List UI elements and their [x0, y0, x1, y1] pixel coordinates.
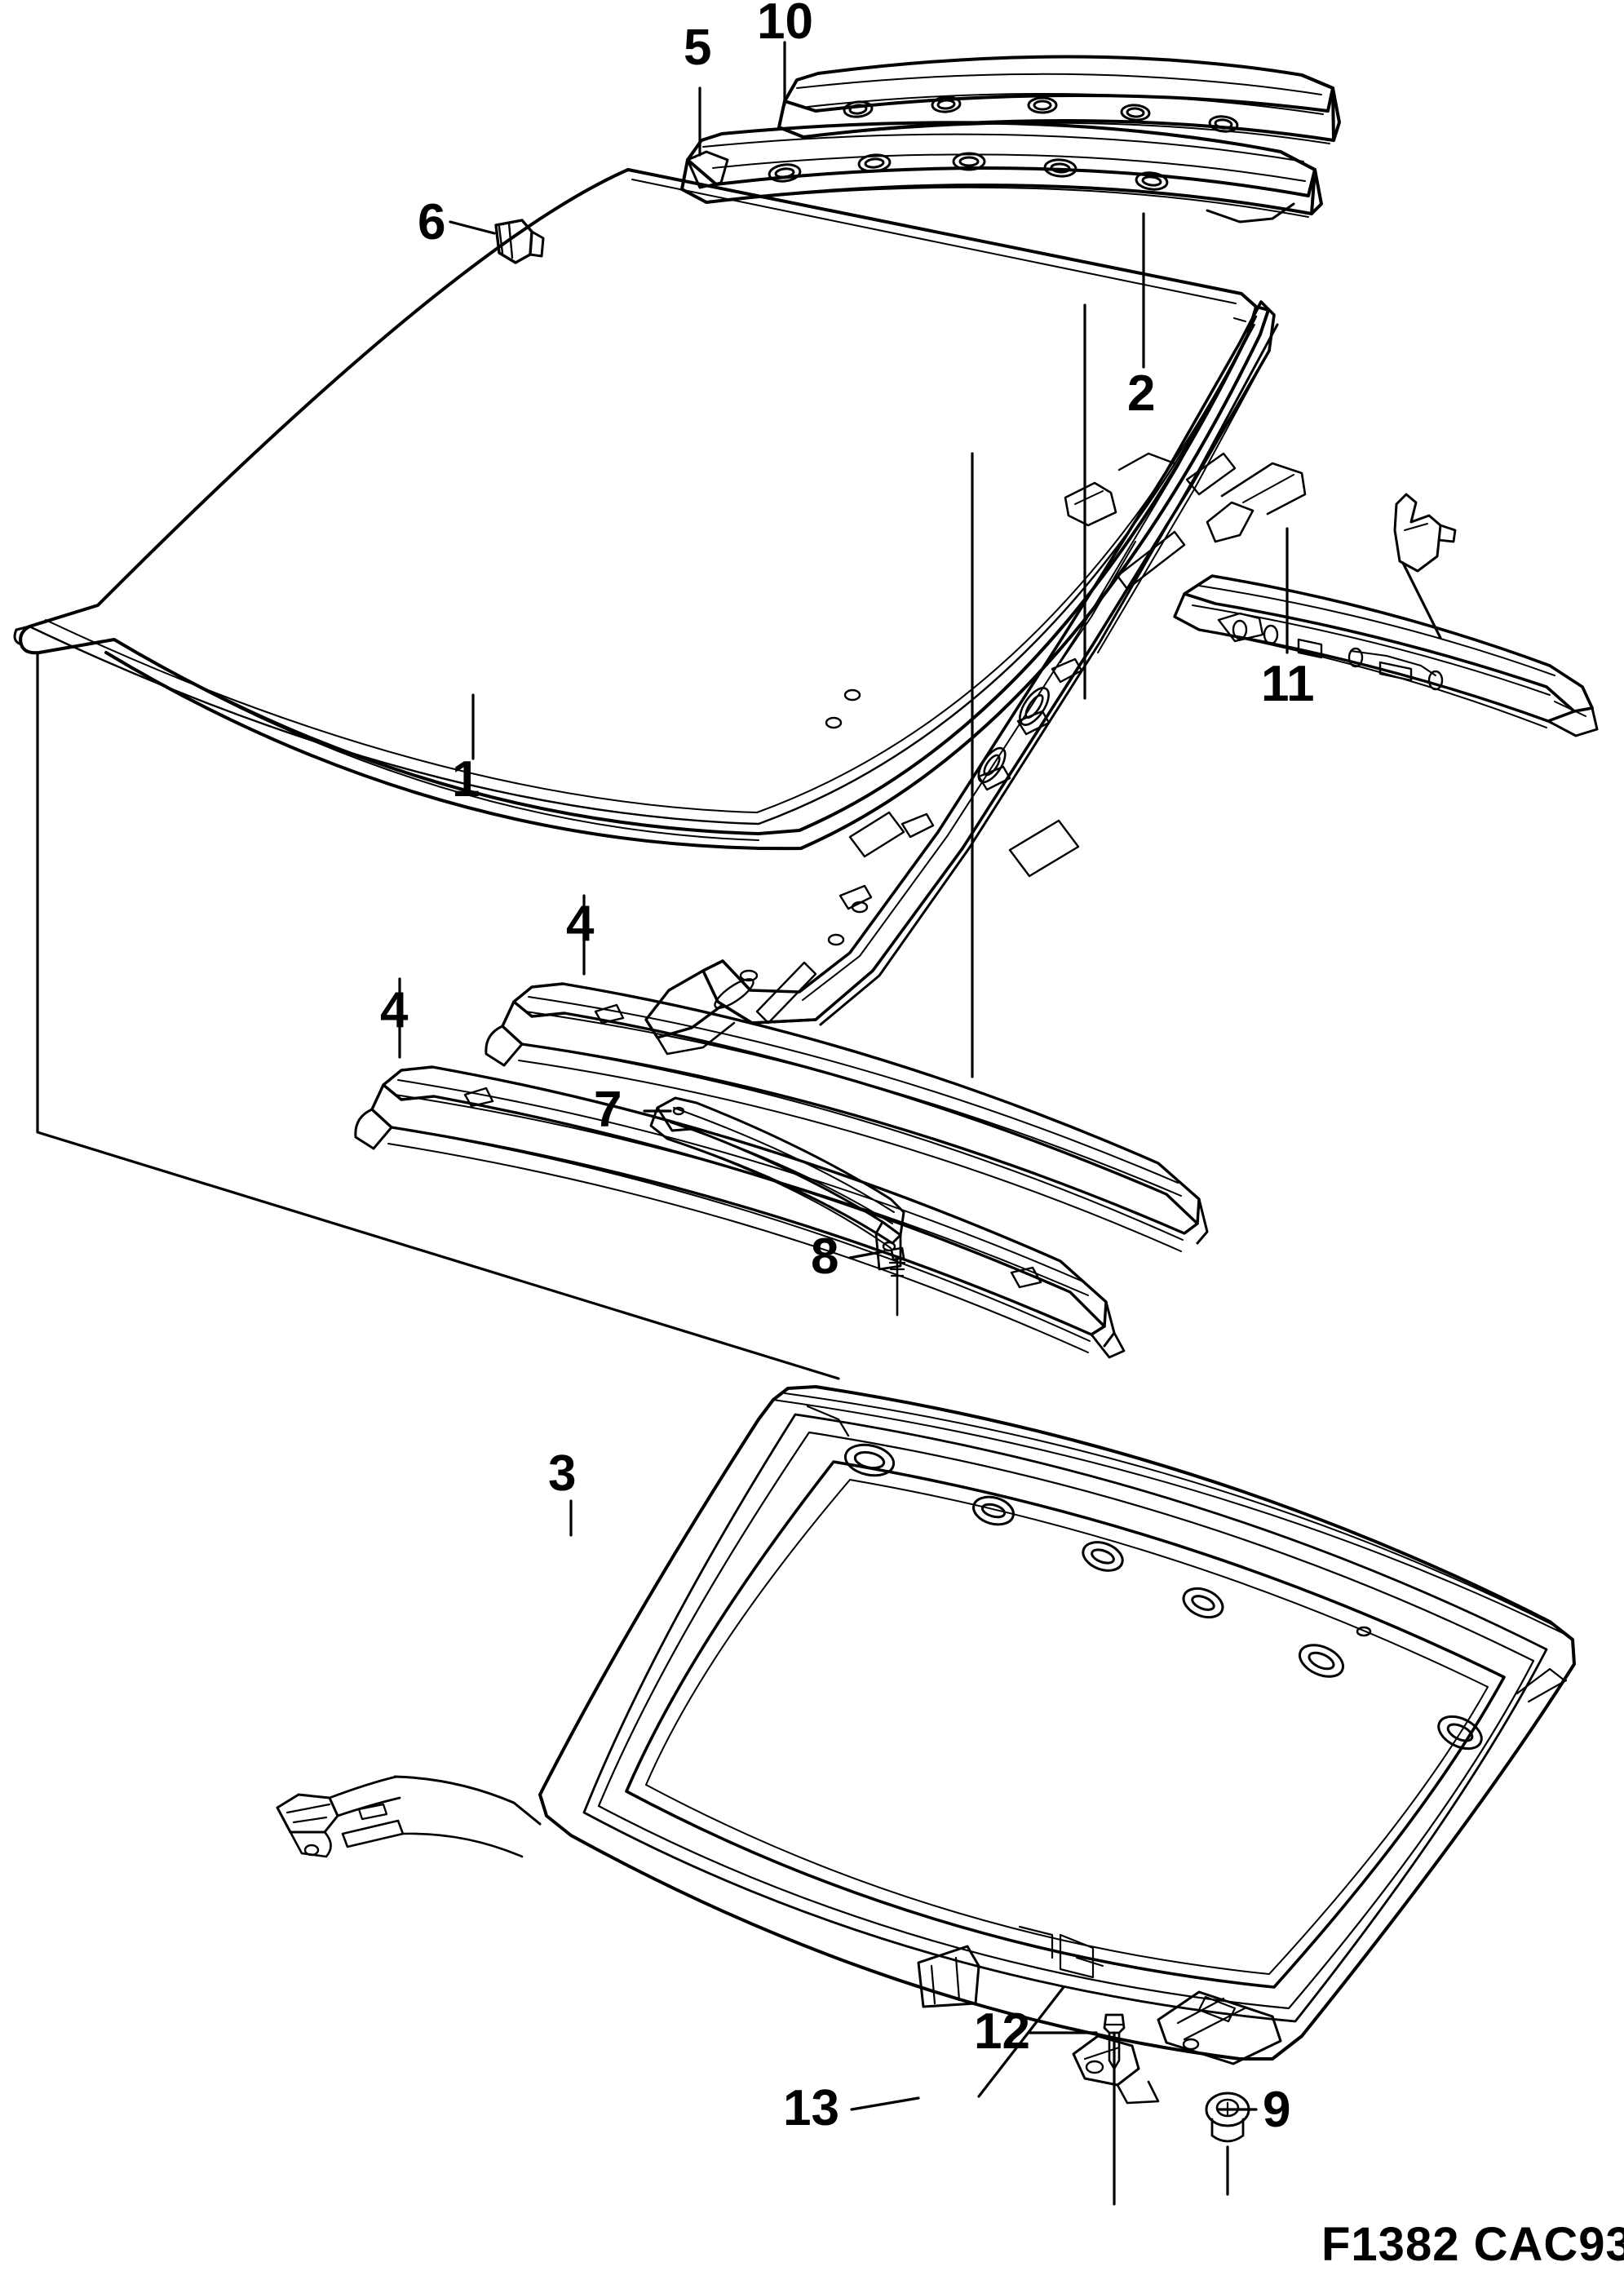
part-screw	[888, 1246, 906, 1317]
part-upper-header-rail	[777, 55, 1341, 144]
callout-7[interactable]: 7	[594, 1082, 622, 1138]
part-rear-hatch-opening-frame	[276, 1385, 1576, 2105]
figure-code: F1382 CAC93	[1321, 2218, 1624, 2271]
part-roof-bow-front	[485, 982, 1209, 1252]
part-roof-bow-rear	[354, 1065, 1126, 1359]
part-plug	[494, 219, 545, 264]
part-roof-side-rail	[644, 300, 1307, 1056]
callout-10[interactable]: 10	[757, 0, 813, 50]
callout-3[interactable]: 3	[548, 1445, 577, 1502]
part-front-header-rail	[680, 121, 1323, 224]
callout-1[interactable]: 1	[452, 751, 480, 808]
part-roof-panel	[13, 168, 1270, 851]
part-rail-clip	[1393, 493, 1457, 573]
part-brace	[649, 1096, 905, 1271]
callout-2[interactable]: 2	[1127, 365, 1156, 422]
callout-4-rear[interactable]: 4	[380, 982, 409, 1038]
callout-9[interactable]: 9	[1263, 2082, 1291, 2138]
callout-11[interactable]: 11	[1261, 656, 1315, 712]
callout-4-front[interactable]: 4	[566, 896, 595, 952]
callout-12[interactable]: 12	[974, 2003, 1030, 2060]
callout-13[interactable]: 13	[783, 2080, 839, 2136]
part-nut-washer	[1205, 2092, 1250, 2143]
leader-lines	[36, 41, 1442, 2206]
callout-6[interactable]: 6	[418, 194, 446, 250]
part-wedge-bumper	[917, 1945, 980, 2008]
callout-8[interactable]: 8	[811, 1228, 839, 1285]
callout-5[interactable]: 5	[684, 20, 712, 76]
part-rear-roof-rail	[1173, 574, 1599, 737]
